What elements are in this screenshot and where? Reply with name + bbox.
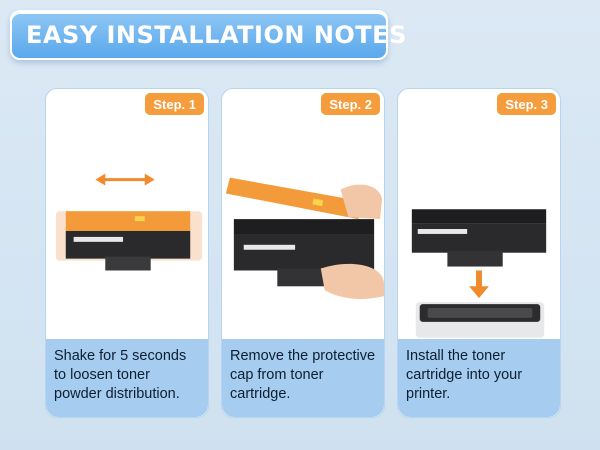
install-cartridge-illustration	[411, 209, 547, 338]
header-banner: EASY INSTALLATION NOTES	[10, 10, 406, 60]
arrow-down-icon	[469, 270, 489, 299]
toner-cartridge	[411, 209, 547, 267]
step-text-3: Install the toner cartridge into your pr…	[398, 339, 560, 417]
toner-cartridge	[233, 219, 375, 287]
double-arrow-icon	[95, 173, 155, 186]
step-card-3: Step. 3 Install the toner cartridge into…	[397, 88, 561, 418]
remove-cap-illustration	[225, 177, 384, 300]
hand-icon	[340, 184, 383, 220]
toner-cartridge	[65, 211, 191, 271]
step-card-1: Step. 1 Shake for 5 seconds to loosen to…	[45, 88, 209, 418]
printer-icon	[415, 302, 545, 338]
step-badge-2: Step. 2	[321, 93, 380, 115]
step-card-2: Step. 2 Remove the protective cap from t…	[221, 88, 385, 418]
step-text-1: Shake for 5 seconds to loosen toner powd…	[46, 339, 208, 417]
hand-icon	[320, 263, 384, 300]
protective-cap	[225, 177, 363, 220]
banner-title: EASY INSTALLATION NOTES	[26, 21, 407, 49]
step-text-2: Remove the protective cap from toner car…	[222, 339, 384, 417]
shake-cartridge-illustration	[55, 173, 203, 271]
step-badge-3: Step. 3	[497, 93, 556, 115]
step-badge-1: Step. 1	[145, 93, 204, 115]
